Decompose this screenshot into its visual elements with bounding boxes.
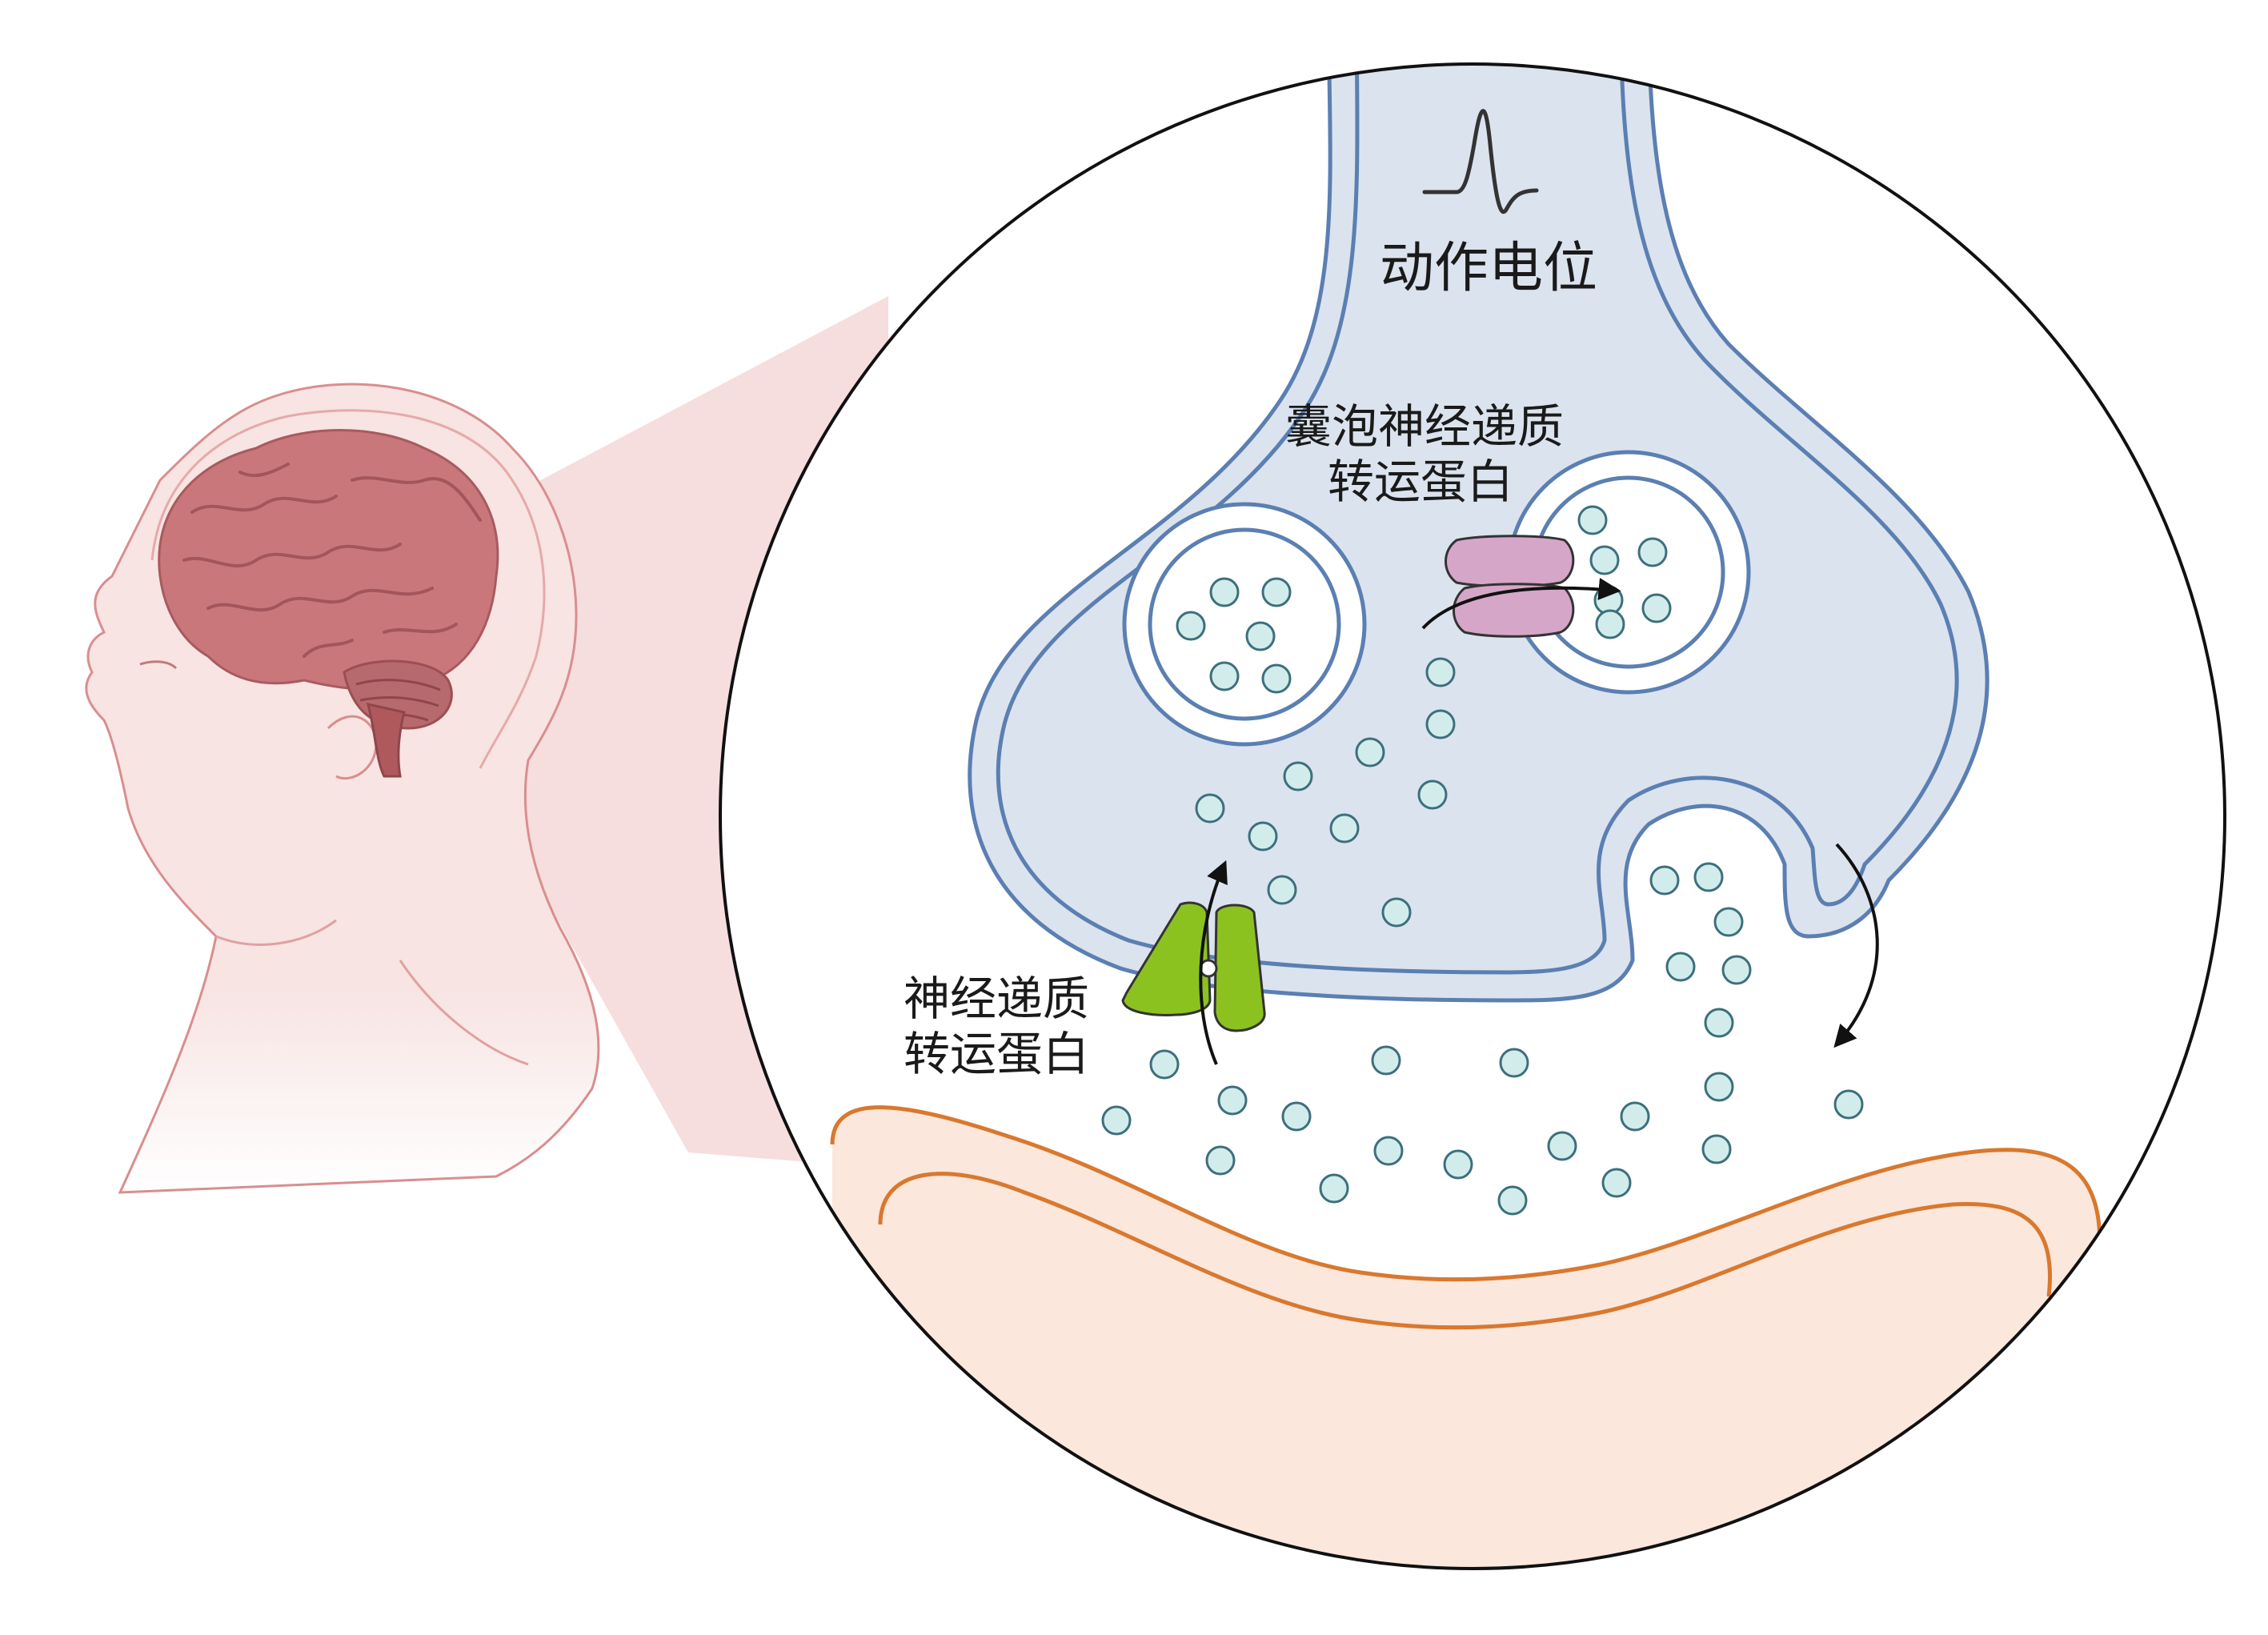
presynaptic-terminal bbox=[968, 64, 1990, 1003]
action-potential-spike-icon bbox=[1422, 109, 1539, 214]
neurotransmitter-molecules bbox=[1101, 505, 1864, 1216]
plasma-membrane-transporter bbox=[1121, 901, 1266, 1032]
vesicular-transport-arrow bbox=[1421, 578, 1621, 630]
vesicular-transporter-label-line1: 囊泡神经递质 bbox=[1285, 399, 1564, 454]
reuptake-arrow bbox=[1199, 860, 1228, 1065]
brain-icon bbox=[158, 429, 499, 778]
transporter-label-line1: 神经递质 bbox=[904, 972, 1089, 1026]
action-potential-label: 动作电位 bbox=[1380, 237, 1597, 300]
synaptic-vesicle-left bbox=[1122, 502, 1367, 747]
release-arrow bbox=[1833, 843, 1879, 1048]
vesicular-transporter-label-line2: 转运蛋白 bbox=[1328, 455, 1513, 509]
transporter-label-line2: 转运蛋白 bbox=[904, 1027, 1089, 1081]
magnified-circle-border bbox=[719, 62, 2226, 1570]
